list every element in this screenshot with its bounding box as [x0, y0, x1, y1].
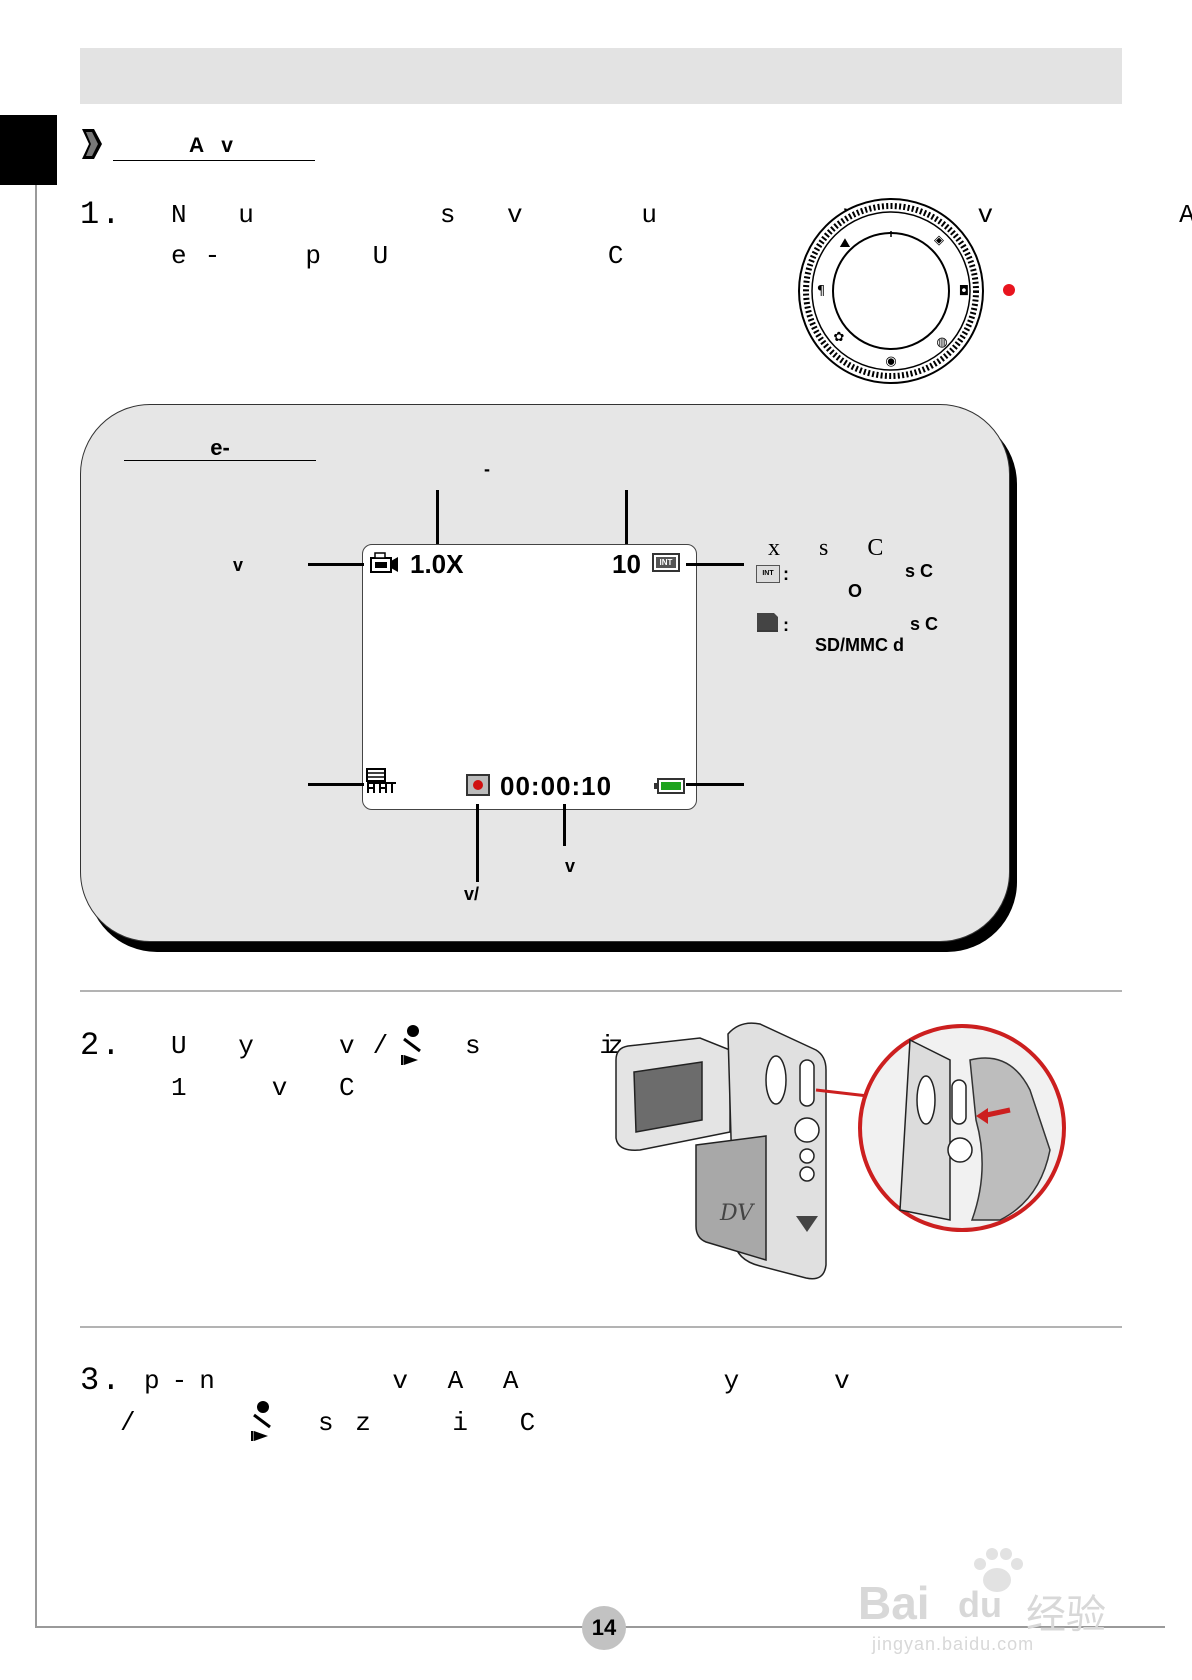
memory-pointer [686, 563, 744, 566]
step-text: p-n v A A y v [144, 1366, 862, 1396]
battery-icon [654, 778, 685, 794]
step-number: 1. [80, 196, 123, 233]
sd-card-icon [757, 613, 778, 632]
camcorder-mode-icon [370, 552, 398, 573]
svg-text:DV: DV [719, 1201, 755, 1226]
step-text: s i C [318, 1408, 554, 1438]
svg-text:¶: ¶ [817, 284, 825, 299]
page-number: 14 [582, 1606, 626, 1650]
step-text: e- p U C [171, 241, 642, 271]
watermark-text: 经验 [1026, 1593, 1106, 1637]
internal-desc-2: O [848, 581, 863, 601]
timer-label: v [565, 856, 576, 876]
record-play-icon [401, 1025, 421, 1065]
count-pointer [625, 490, 628, 548]
record-play-icon [251, 1401, 271, 1441]
sd-desc-2: SD/MMC d [815, 635, 904, 655]
remaining-count: 10 [612, 549, 641, 579]
watermark-text: Bai [858, 1577, 930, 1629]
timer-pointer [563, 804, 566, 846]
mode-dial-icon: ⛰ ◈ ◘ ◍ ◉ ✿ ¶ [798, 198, 984, 384]
storage-label: x s C [768, 535, 893, 561]
sd-desc: s C [910, 614, 939, 634]
section-title: A v [113, 134, 315, 161]
svg-text:◉: ◉ [885, 354, 896, 369]
film-resolution-icon [366, 768, 396, 793]
side-tab [0, 115, 57, 185]
svg-text:✿: ✿ [834, 330, 845, 345]
zoom-readout: 1.0X [410, 549, 464, 579]
record-label: v/ [464, 884, 480, 904]
colon: : [783, 615, 789, 635]
zoom-pointer [436, 490, 439, 548]
battery-pointer [686, 783, 744, 786]
red-dot-indicator [1003, 284, 1015, 296]
chevron-marker-icon [82, 129, 102, 159]
panel-title: e- [124, 435, 316, 461]
svg-text:◘: ◘ [959, 284, 969, 299]
mode-label: v [233, 555, 244, 575]
resolution-pointer [308, 783, 364, 786]
paw-icon [974, 1548, 1023, 1592]
internal-memory-icon: INT [756, 565, 780, 583]
mode-pointer [308, 563, 364, 566]
svg-text:◈: ◈ [934, 233, 944, 248]
step-text: N u s v u v v A [171, 200, 1192, 230]
record-icon [466, 774, 490, 796]
header-bar [80, 48, 1122, 104]
svg-text:◍: ◍ [936, 335, 947, 350]
watermark-url: jingyan.baidu.com [872, 1634, 1035, 1654]
internal-desc: s C [905, 561, 934, 581]
step-text: s i [465, 1031, 634, 1061]
top-label: - [484, 459, 490, 479]
left-rule [35, 185, 37, 1627]
separator [80, 990, 1122, 992]
separator [80, 1326, 1122, 1328]
lcd-screen [362, 544, 697, 810]
watermark-text: du [958, 1584, 1002, 1625]
baidu-watermark: Bai du 经验 jingyan.baidu.com [858, 1546, 1138, 1656]
step-text: U y v/ z [171, 1031, 642, 1061]
record-pointer [476, 804, 479, 882]
svg-text:⛰: ⛰ [840, 236, 851, 251]
memory-card-icon: INT [652, 553, 680, 572]
step-number: 2. [80, 1027, 123, 1064]
step-number: 3. [80, 1362, 123, 1399]
step-text: 1 v C [171, 1073, 373, 1103]
step-text: / z [120, 1408, 389, 1438]
colon: : [783, 564, 789, 584]
recording-timer: 00:00:10 [500, 771, 613, 801]
camera-illustration: DV [615, 1022, 1066, 1280]
